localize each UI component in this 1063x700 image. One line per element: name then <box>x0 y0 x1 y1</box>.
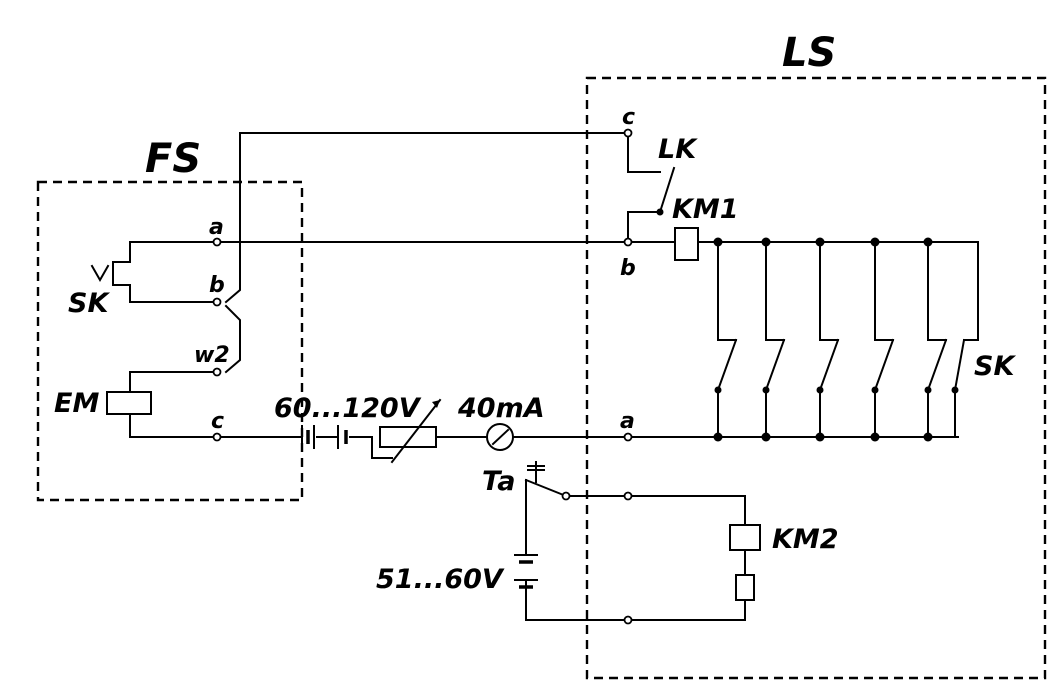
terminal-ls-aux-bottom <box>623 615 633 625</box>
label-km2: KM2 <box>772 524 839 555</box>
ls-enclosure <box>585 76 1047 680</box>
terminal-fs-b <box>212 297 222 307</box>
label-fs-c: c <box>211 409 224 434</box>
label-ls-a: a <box>620 409 635 434</box>
label-ls: LS <box>782 30 836 76</box>
wires <box>112 132 979 621</box>
lk-contact <box>658 166 676 214</box>
junction-dots <box>656 208 959 442</box>
sk-switch-bank <box>716 338 966 392</box>
label-fs-w2: w2 <box>194 343 230 368</box>
em-coil <box>106 391 152 415</box>
terminal-fs-c <box>212 432 222 442</box>
fs-enclosure <box>36 180 304 502</box>
label-fs-a: a <box>209 215 224 240</box>
label-em: EM <box>54 388 99 419</box>
terminal-fs-w2 <box>212 367 222 377</box>
components <box>90 166 966 601</box>
label-voltage-aux: 51...60V <box>376 564 505 595</box>
label-sk-left: SK <box>68 288 110 319</box>
km1-coil <box>674 227 699 261</box>
label-ls-b: b <box>620 256 636 281</box>
terminal-ls-c <box>623 128 633 138</box>
main-battery <box>301 425 348 449</box>
aux-battery <box>514 554 538 589</box>
sk-left-contact <box>112 261 131 286</box>
terminal-ta <box>561 491 571 501</box>
terminal-ls-aux-top <box>623 491 633 501</box>
km2-coil <box>729 524 761 551</box>
milliammeter <box>486 423 514 451</box>
terminal-ls-a <box>623 432 633 442</box>
ta-pushbutton <box>524 461 568 498</box>
label-lk: LK <box>658 134 698 165</box>
label-km1: KM1 <box>672 194 739 225</box>
label-ta: Ta <box>482 466 515 497</box>
sk-left-actuator <box>90 264 110 283</box>
terminal-ls-b <box>623 237 633 247</box>
label-fs: FS <box>145 136 201 182</box>
variable-resistor <box>379 398 442 464</box>
label-sk-right: SK <box>974 351 1016 382</box>
terminals <box>212 128 633 625</box>
labels: FS LS a b w2 c SK EM c LK KM1 b SK a 60.… <box>54 30 1016 595</box>
label-voltage-main: 60...120V <box>274 393 422 424</box>
label-current: 40mA <box>457 393 545 424</box>
label-ls-c: c <box>622 105 635 130</box>
terminal-fs-a <box>212 237 222 247</box>
label-fs-b: b <box>209 273 225 298</box>
km2-resistor <box>735 574 755 601</box>
